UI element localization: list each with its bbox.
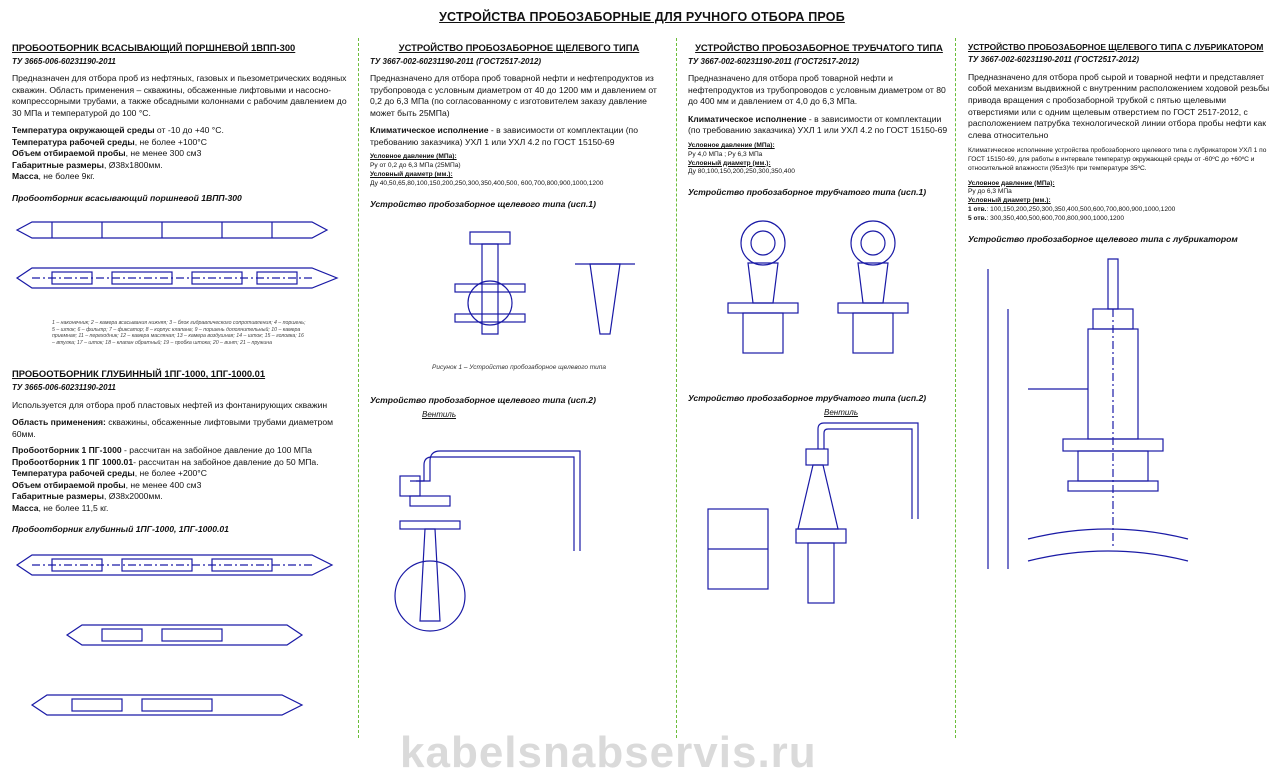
spec-label: Пробоотборник 1 ПГ 1000.01 <box>12 456 134 467</box>
spec-label: Область применения: <box>12 417 106 428</box>
spec-label: 5 отв. <box>968 214 987 222</box>
spec-label: Пробоотборник 1 ПГ-1000 <box>12 445 122 456</box>
spec-value: - рассчитан на забойное давление до 50 М… <box>133 456 319 467</box>
spec-code: ТУ 3665-006-60231190-2011 <box>12 383 116 393</box>
section-heading: УСТРОЙСТВО ПРОБОЗАБОРНОЕ ЩЕЛЕВОГО ТИПА <box>398 42 640 53</box>
drawing-legend: 1 – наконечник; 2 – камера всасывания ни… <box>52 320 306 346</box>
spec-value: Ру от 0,2 до 6,3 МПа (25МПа) <box>370 162 461 170</box>
spec-value: , не менее 400 см3 <box>125 479 202 490</box>
spec-value: , не более +100°С <box>134 136 207 147</box>
figure-caption: Устройство пробозаборное щелевого типа (… <box>370 394 596 405</box>
column-1: ПРОБООТБОРНИК ВСАСЫВАЮЩИЙ ПОРШНЕВОЙ 1ВПП… <box>12 40 347 740</box>
spec-label: Климатическое исполнение <box>370 125 489 136</box>
piston-sampler-drawing <box>15 221 339 290</box>
spec-value: - в зависимости от комплектации (по треб… <box>688 113 948 136</box>
spec-label: 1 отв. <box>968 206 987 214</box>
valve-label: Вентиль <box>824 408 859 418</box>
description: Предназначено для отбора проб товарной н… <box>370 73 657 118</box>
spec-value: , Ø38х2000мм. <box>103 491 163 502</box>
spec-code: ТУ 3665-006-60231190-2011 <box>12 56 116 66</box>
spec-label: Температура рабочей среды <box>12 136 135 147</box>
column-divider <box>676 38 677 738</box>
figure-caption: Устройство пробозаборное щелевого типа с… <box>968 233 1238 244</box>
spec-value: : 300,350,400,500,600,700,800,900,1000,1… <box>986 214 1124 222</box>
climate-description: Климатическое исполнение устройства проб… <box>968 147 1267 172</box>
depth-sampler-drawing <box>15 554 334 716</box>
slot-sampler-drawing-2 <box>394 450 581 632</box>
spec-value: - рассчитан на забойное давление до 100 … <box>121 445 312 456</box>
watermark: kabelsnabservis.ru <box>400 728 817 777</box>
spec-label: Объем отбираемой пробы <box>12 148 126 159</box>
description: Предназначено для отбора проб сырой и то… <box>968 71 1270 140</box>
slot-sampler-drawing-1 <box>454 231 635 335</box>
description: Предназначено для отбора проб товарной н… <box>688 73 946 107</box>
tube-sampler-drawing-2 <box>707 422 919 604</box>
section-heading: УСТРОЙСТВО ПРОБОЗАБОРНОЕ ЩЕЛЕВОГО ТИПА С… <box>968 42 1264 52</box>
spec-value: Ду 40,50,65,80,100,150,200,250,300,350,4… <box>370 179 604 187</box>
lubricator-sampler-drawing <box>987 258 1189 570</box>
spec-label: Условное давление (МПа): <box>688 141 775 149</box>
spec-label: Масса <box>12 502 39 513</box>
spec-label: Масса <box>12 171 39 182</box>
column-3: УСТРОЙСТВО ПРОБОЗАБОРНОЕ ТРУБЧАТОГО ТИПА… <box>688 40 950 619</box>
spec-label: Условное давление (МПа): <box>968 179 1055 187</box>
figure-caption: Устройство пробозаборное трубчатого типа… <box>688 187 927 198</box>
figure-caption: Устройство пробозаборное щелевого типа (… <box>370 198 596 209</box>
spec-code: ТУ 3667-002-60231190-2011 (ГОСТ2517-2012… <box>370 56 542 66</box>
figure-caption: Устройство пробозаборное трубчатого типа… <box>688 392 927 403</box>
spec-value: , не менее 300 см3 <box>125 148 202 159</box>
spec-label: Условный диаметр (мм.): <box>370 171 453 179</box>
section-heading: ПРОБООТБОРНИК ГЛУБИННЫЙ 1ПГ-1000, 1ПГ-10… <box>12 368 266 380</box>
figure-caption: Пробоотборник глубинный 1ПГ-1000, 1ПГ-10… <box>12 524 229 535</box>
spec-code: ТУ 3667-002-60231190-2011 (ГОСТ2517-2012… <box>688 56 860 66</box>
spec-label: Климатическое исполнение <box>688 113 807 124</box>
spec-code: ТУ 3667-002-60231190-2011 (ГОСТ2517-2012… <box>968 55 1140 65</box>
figure-caption: Рисунок 1 – Устройство пробозаборное щел… <box>432 364 606 372</box>
spec-label: Габаритные размеры <box>12 159 104 170</box>
section-heading: УСТРОЙСТВО ПРОБОЗАБОРНОЕ ТРУБЧАТОГО ТИПА <box>695 42 943 53</box>
spec-label: Условный диаметр (мм.): <box>968 197 1051 205</box>
spec-value: Ду 80,100,150,200,250,300,350,400 <box>688 168 795 176</box>
spec-label: Условный диаметр (мм.): <box>688 159 771 167</box>
spec-value: : 100,150,200,250,300,350,400,500,600,70… <box>986 206 1176 214</box>
column-2: УСТРОЙСТВО ПРОБОЗАБОРНОЕ ЩЕЛЕВОГО ТИПА Т… <box>370 40 668 651</box>
column-divider <box>358 38 359 738</box>
spec-value: , Ø38х1800мм. <box>103 159 163 170</box>
spec-label: Объем отбираемой пробы <box>12 479 126 490</box>
tube-sampler-drawing-1 <box>727 220 909 354</box>
spec-value: , не более 11,5 кг. <box>38 502 109 513</box>
spec-value: от -10 до +40 °С. <box>154 125 224 136</box>
spec-value: Ру до 6,3 МПа <box>968 188 1012 196</box>
spec-value: Ру 4,0 МПа ; Ру 6,3 МПа <box>688 150 763 158</box>
spec-label: Условное давление (МПа): <box>370 153 457 161</box>
spec-value: , не более +200°С <box>134 468 207 479</box>
figure-caption: Пробоотборник всасывающий поршневой 1ВПП… <box>12 192 242 203</box>
spec-value: , не более 9кг. <box>38 171 95 182</box>
spec-value: скважины, обсаженные лифтовыми трубами д… <box>12 417 334 439</box>
column-divider <box>955 38 956 738</box>
spec-value: - в зависимости от комплектации (по треб… <box>370 125 638 147</box>
section-heading: ПРОБООТБОРНИК ВСАСЫВАЮЩИЙ ПОРШНЕВОЙ 1ВПП… <box>12 42 296 53</box>
column-4: УСТРОЙСТВО ПРОБОЗАБОРНОЕ ЩЕЛЕВОГО ТИПА С… <box>968 40 1274 619</box>
page-title: УСТРОЙСТВА ПРОБОЗАБОРНЫЕ ДЛЯ РУЧНОГО ОТБ… <box>439 10 845 24</box>
spec-label: Температура рабочей среды <box>12 468 135 479</box>
description: Используется для отбора проб пластовых н… <box>12 399 328 410</box>
description: Предназначен для отбора проб из нефтяных… <box>12 73 347 118</box>
spec-label: Температура окружающей среды <box>12 125 155 136</box>
spec-label: Габаритные размеры <box>12 491 104 502</box>
valve-label: Вентиль <box>422 410 457 420</box>
